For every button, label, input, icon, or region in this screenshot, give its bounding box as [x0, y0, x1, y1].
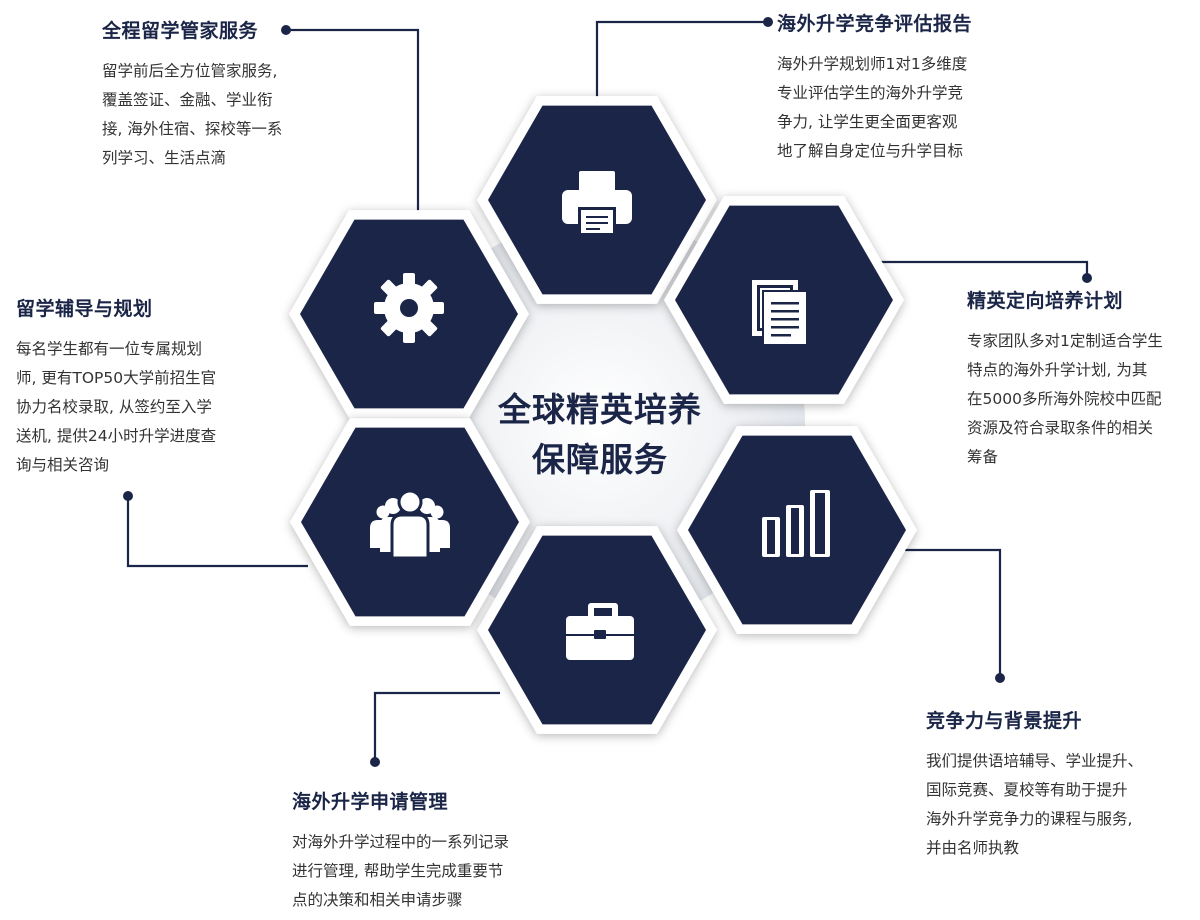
description-line: 专业评估学生的海外升学竞: [777, 84, 964, 102]
documents-icon: [752, 280, 808, 346]
service-block-assessment: 海外升学竞争评估报告 海外升学规划师1对1多维度 专业评估学生的海外升学竞 争力…: [777, 9, 1037, 166]
description-line: 询与相关咨询: [16, 456, 110, 474]
bar-chart-icon: [762, 490, 830, 557]
service-block-planning: 精英定向培养计划 专家团队多对1定制适合学生 特点的海外升学计划, 为其 在50…: [967, 286, 1197, 472]
description-line: 专家团队多对1定制适合学生: [967, 332, 1163, 350]
description-line: 列学习、生活点滴: [102, 149, 227, 167]
connector-assessment: [595, 20, 768, 100]
briefcase-icon: [566, 603, 634, 660]
service-description: 海外升学规划师1对1多维度 专业评估学生的海外升学竞 争力, 让学生更全面更客观…: [777, 50, 1037, 166]
service-description: 专家团队多对1定制适合学生 特点的海外升学计划, 为其 在5000多所海外院校中…: [967, 327, 1197, 472]
description-line: 进行管理, 帮助学生完成重要节: [292, 862, 504, 880]
service-description: 每名学生都有一位专属规划 师, 更有TOP50大学前招生官 协力名校录取, 从签…: [16, 335, 276, 480]
connector-dot: [1082, 273, 1092, 283]
center-title: 全球精英培养 保障服务: [460, 385, 740, 485]
description-line: 点的决策和相关申请步骤: [292, 891, 463, 909]
connector-management: [286, 28, 420, 212]
description-line: 对海外升学过程中的一系列记录: [292, 833, 510, 851]
service-block-management: 全程留学管家服务 留学前后全方位管家服务, 覆盖签证、金融、学业衔 接, 海外住…: [102, 16, 342, 173]
connector-planning: [873, 260, 1089, 278]
service-title: 海外升学竞争评估报告: [777, 13, 973, 35]
center-title-line: 保障服务: [532, 440, 668, 479]
description-line: 特点的海外升学计划, 为其: [967, 361, 1148, 379]
service-title: 留学辅导与规划: [16, 298, 153, 320]
description-line: 留学前后全方位管家服务,: [102, 62, 278, 80]
connector-dot: [281, 25, 291, 35]
service-title: 竞争力与背景提升: [926, 710, 1083, 732]
description-line: 协力名校录取, 从签约至入学: [16, 398, 212, 416]
printer-icon: [562, 171, 632, 235]
service-description: 我们提供语培辅导、学业提升、 国际竞赛、夏校等有助于提升 海外升学竞争力的课程与…: [926, 747, 1196, 863]
service-block-competitiveness: 竞争力与背景提升 我们提供语培辅导、学业提升、 国际竞赛、夏校等有助于提升 海外…: [926, 706, 1196, 863]
description-line: 海外升学竞争力的课程与服务,: [926, 810, 1133, 828]
description-line: 并由名师执教: [926, 839, 1020, 857]
connector-guidance: [126, 496, 308, 568]
description-line: 地了解自身定位与升学目标: [777, 142, 964, 160]
connector-dots: [123, 17, 1092, 767]
description-line: 国际竞赛、夏校等有助于提升: [926, 781, 1128, 799]
description-line: 在5000多所海外院校中匹配: [967, 390, 1162, 408]
description-line: 海外升学规划师1对1多维度: [777, 55, 968, 73]
description-line: 师, 更有TOP50大学前招生官: [16, 369, 217, 387]
gear-icon: [374, 273, 444, 343]
service-block-application: 海外升学申请管理 对海外升学过程中的一系列记录 进行管理, 帮助学生完成重要节 …: [292, 787, 572, 915]
people-icon: [370, 489, 450, 560]
connector-dot: [370, 757, 380, 767]
connector-competitiveness: [905, 548, 1002, 678]
description-line: 资源及符合录取条件的相关: [967, 419, 1154, 437]
description-line: 筹备: [967, 448, 999, 466]
description-line: 我们提供语培辅导、学业提升、: [926, 752, 1144, 770]
connectors: [126, 20, 1089, 762]
connector-dot: [763, 17, 773, 27]
service-title: 海外升学申请管理: [292, 791, 449, 813]
description-line: 争力, 让学生更全面更客观: [777, 113, 958, 131]
connector-dot: [995, 673, 1005, 683]
connector-dot: [123, 491, 133, 501]
service-title: 精英定向培养计划: [967, 290, 1124, 312]
description-line: 每名学生都有一位专属规划: [16, 340, 203, 358]
service-block-guidance: 留学辅导与规划 每名学生都有一位专属规划 师, 更有TOP50大学前招生官 协力…: [16, 294, 276, 480]
description-line: 覆盖签证、金融、学业衔: [102, 91, 273, 109]
service-title: 全程留学管家服务: [102, 20, 259, 42]
connector-application: [373, 691, 500, 762]
description-line: 接, 海外住宿、探校等一系: [102, 120, 283, 138]
center-title-line: 全球精英培养: [498, 390, 702, 429]
description-line: 送机, 提供24小时升学进度查: [16, 427, 217, 445]
service-description: 留学前后全方位管家服务, 覆盖签证、金融、学业衔 接, 海外住宿、探校等一系 列…: [102, 57, 342, 173]
service-description: 对海外升学过程中的一系列记录 进行管理, 帮助学生完成重要节 点的决策和相关申请…: [292, 828, 572, 915]
